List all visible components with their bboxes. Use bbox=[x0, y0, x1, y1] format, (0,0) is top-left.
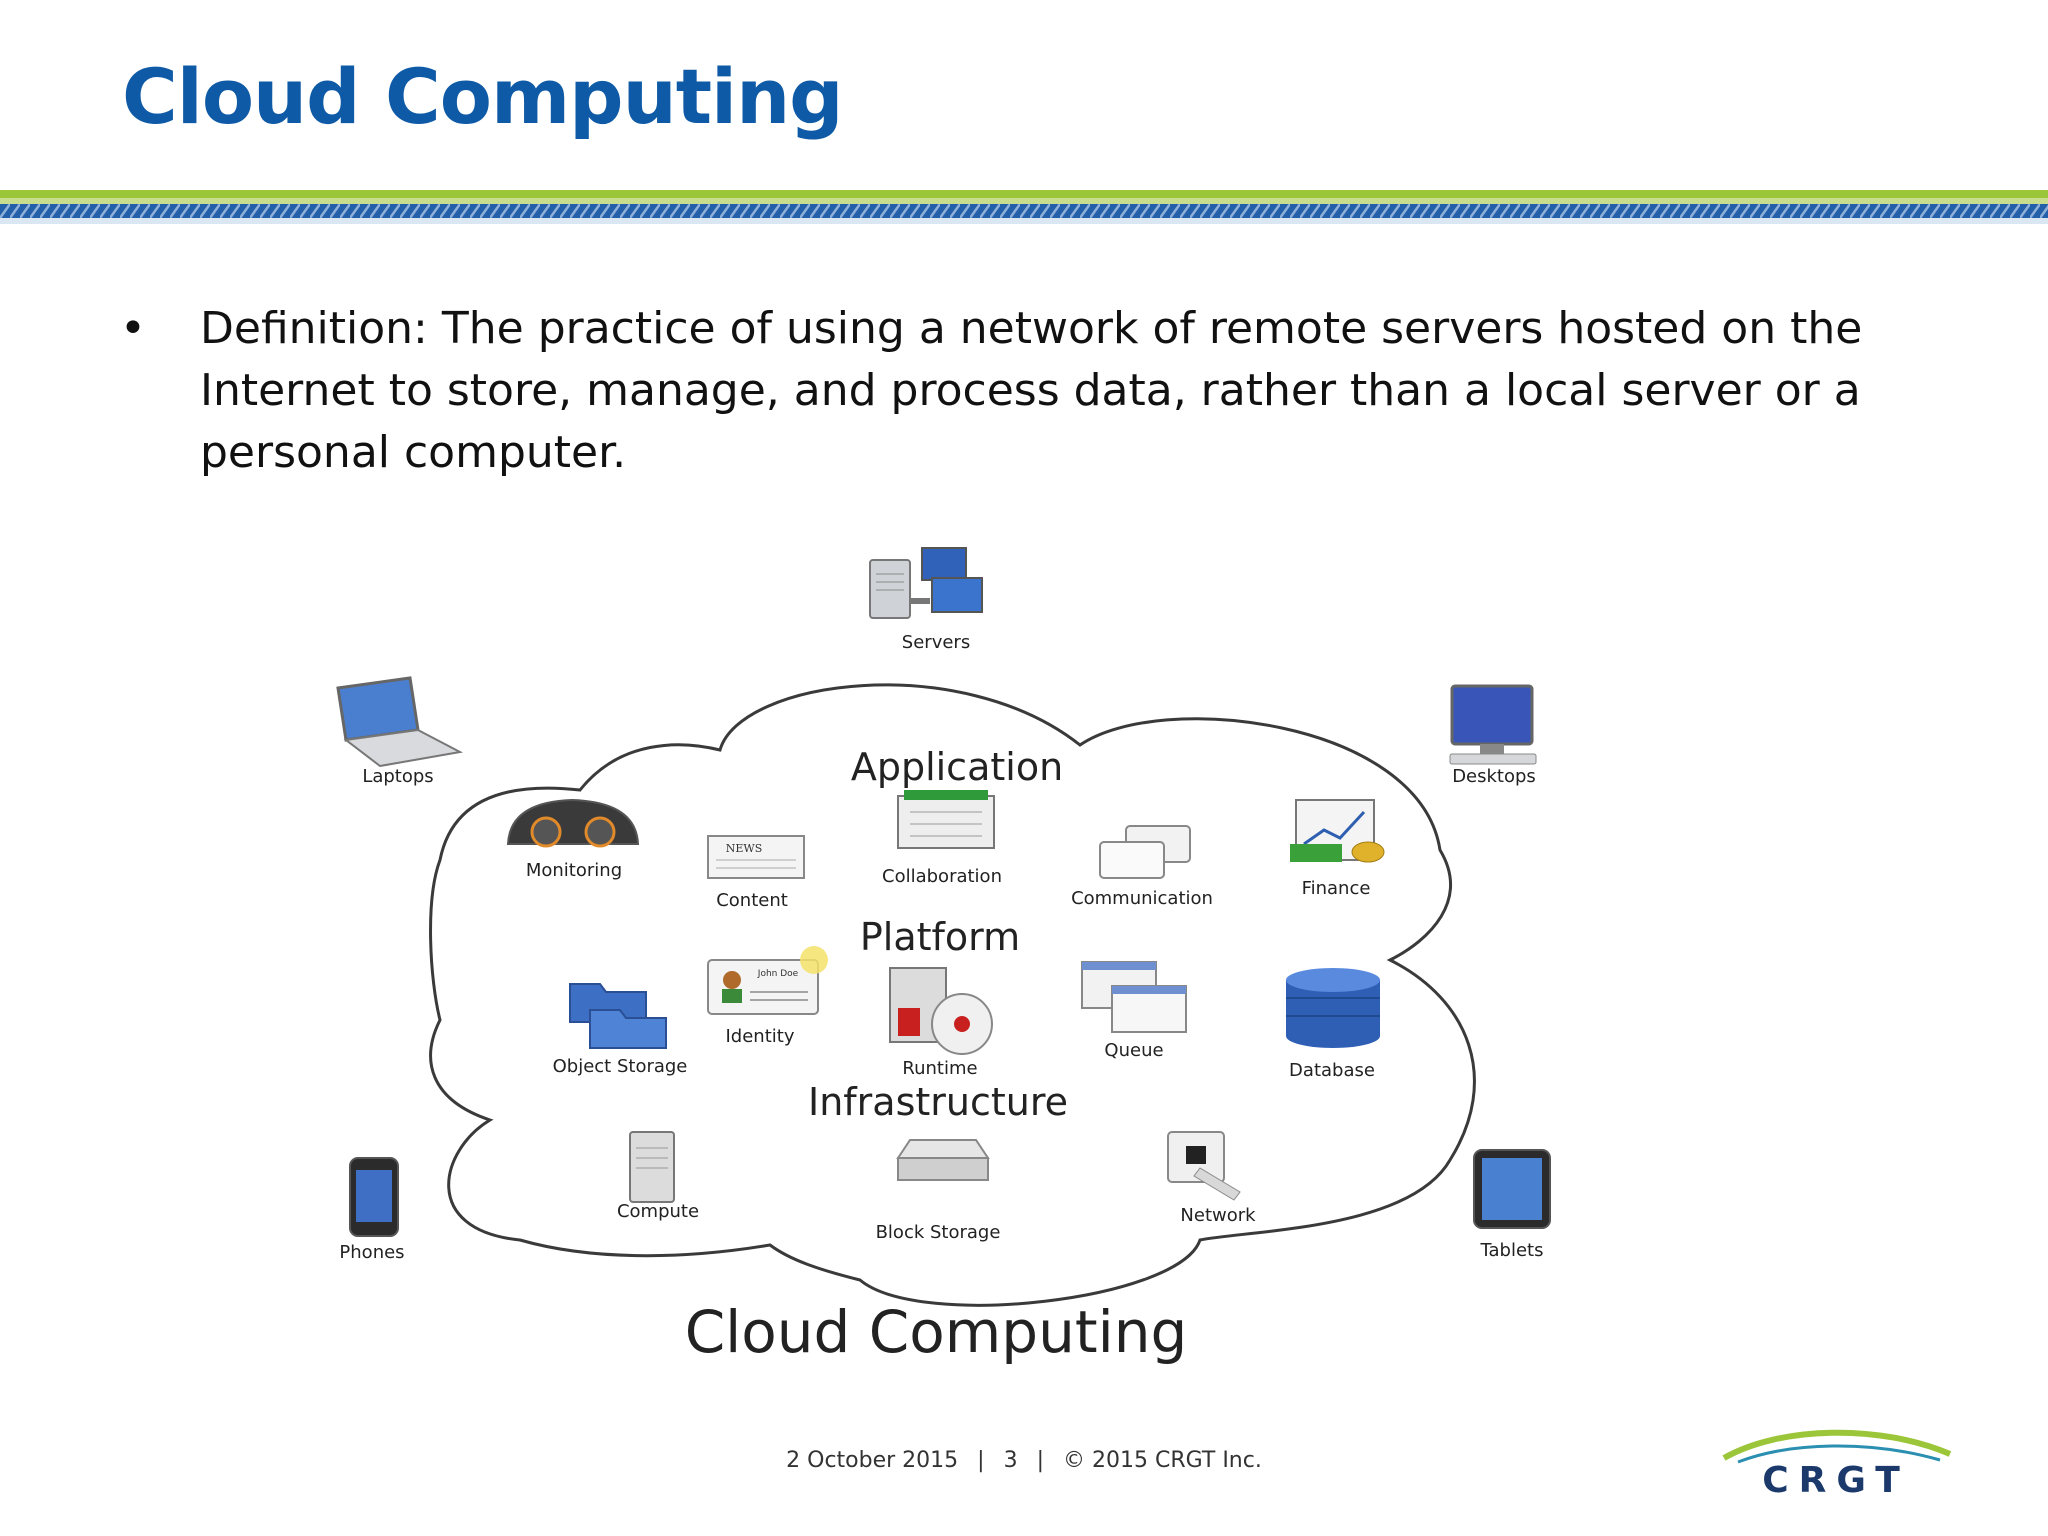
finance-label: Finance bbox=[1302, 878, 1371, 899]
crgt-logo: CRGT bbox=[1722, 1429, 1952, 1500]
database-icon bbox=[1286, 968, 1380, 1048]
finance-chart-icon bbox=[1290, 799, 1385, 863]
queue-label: Queue bbox=[1104, 1040, 1163, 1061]
dashboard-gauge-icon bbox=[506, 798, 640, 848]
object-storage-label: Object Storage bbox=[553, 1056, 688, 1077]
id-badge-icon: John Doe bbox=[707, 946, 828, 1015]
laptop-icon bbox=[336, 676, 464, 768]
layer-platform-label: Platform bbox=[860, 915, 1020, 959]
newspaper-masthead: NEWS bbox=[726, 842, 763, 855]
chat-bubbles-icon bbox=[1099, 825, 1191, 879]
windows-queue-icon bbox=[1081, 961, 1187, 1033]
slide-title: Cloud Computing bbox=[122, 52, 844, 141]
bullet-marker: • bbox=[120, 303, 146, 354]
footer-page-number: 3 bbox=[1003, 1448, 1018, 1473]
hard-drive-icon bbox=[896, 1139, 990, 1181]
cloud-computing-diagram: Application Platform Infrastructure Serv… bbox=[336, 547, 1551, 1366]
phone-icon bbox=[349, 1157, 399, 1237]
servers-icon bbox=[869, 547, 983, 619]
footer-copyright: © 2015 CRGT Inc. bbox=[1063, 1448, 1262, 1473]
crgt-logo-text: CRGT bbox=[1762, 1460, 1910, 1500]
identity-label: Identity bbox=[726, 1026, 795, 1047]
network-jack-icon bbox=[1167, 1131, 1241, 1201]
footer-separator: | bbox=[1036, 1448, 1044, 1473]
newspaper-icon: NEWS bbox=[707, 835, 805, 879]
database-label: Database bbox=[1289, 1060, 1375, 1081]
collaboration-label: Collaboration bbox=[882, 866, 1002, 887]
compute-tower-icon bbox=[629, 1131, 675, 1203]
badge-name: John Doe bbox=[757, 969, 799, 979]
content-label: Content bbox=[716, 890, 788, 911]
phones-label: Phones bbox=[339, 1242, 404, 1263]
monitoring-label: Monitoring bbox=[526, 860, 622, 881]
footer-date: 2 October 2015 bbox=[786, 1448, 959, 1473]
calendar-icon bbox=[897, 790, 995, 849]
footer-separator: | bbox=[977, 1448, 985, 1473]
communication-label: Communication bbox=[1071, 888, 1213, 909]
runtime-disc-icon bbox=[889, 967, 993, 1055]
folders-icon bbox=[569, 983, 667, 1049]
header-divider bbox=[0, 190, 2048, 224]
laptops-label: Laptops bbox=[362, 766, 433, 787]
layer-infrastructure-label: Infrastructure bbox=[808, 1080, 1068, 1124]
tablet-icon bbox=[1473, 1149, 1551, 1229]
block-storage-label: Block Storage bbox=[876, 1222, 1001, 1243]
tablets-label: Tablets bbox=[1480, 1240, 1544, 1261]
desktops-label: Desktops bbox=[1452, 766, 1536, 787]
layer-application-label: Application bbox=[851, 745, 1063, 789]
definition-text: Definition: The practice of using a netw… bbox=[200, 303, 1863, 478]
diagram-caption: Cloud Computing bbox=[685, 1298, 1188, 1366]
servers-label: Servers bbox=[902, 632, 970, 653]
compute-label: Compute bbox=[617, 1201, 699, 1222]
network-label: Network bbox=[1180, 1205, 1256, 1226]
runtime-label: Runtime bbox=[902, 1058, 977, 1079]
desktop-icon bbox=[1449, 684, 1537, 765]
footer: 2 October 2015 | 3 | © 2015 CRGT Inc. bbox=[0, 1448, 2048, 1473]
